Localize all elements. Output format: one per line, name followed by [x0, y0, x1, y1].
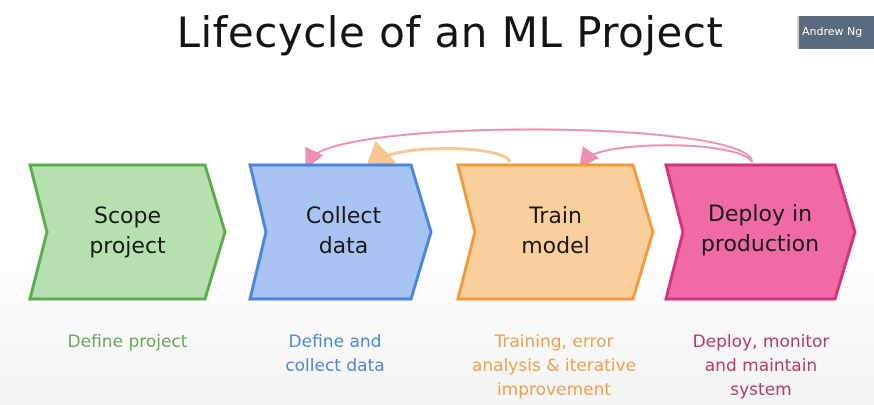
stage-chevron-train	[456, 163, 655, 301]
stage-label-line2: project	[89, 234, 166, 259]
feedback-arrow-deploy-to-train	[578, 144, 753, 168]
description-line: Deploy, monitor	[692, 332, 830, 352]
stage-label-line1: Scope	[93, 204, 162, 229]
slide-title: Lifecycle of an ML Project	[176, 8, 724, 57]
description-line: and maintain	[704, 356, 818, 376]
stage-label-line2: production	[700, 232, 820, 257]
presenter-webcam: Andrew Ng	[797, 16, 874, 49]
stage-label-line1: Train	[529, 204, 582, 229]
stage-label-line1: Collect	[305, 204, 382, 229]
stage-label-train: Train model	[478, 202, 633, 262]
stage-description-train: Training, error analysis & iterative imp…	[448, 330, 660, 402]
description-line: collect data	[285, 356, 385, 376]
stage-label-collect: Collect data	[266, 202, 421, 262]
stage-label-scope: Scope project	[50, 202, 205, 262]
stage-chevron-deploy	[664, 163, 857, 301]
feedback-arrow-train-to-collect	[364, 140, 512, 173]
description-line: system	[730, 380, 792, 400]
stage-description-scope: Define project	[30, 330, 225, 354]
presenter-name: Andrew Ng	[802, 25, 863, 38]
description-line: improvement	[496, 380, 612, 400]
stage-label-line2: model	[521, 234, 590, 259]
stage-label-line2: data	[318, 234, 369, 259]
feedback-arrow-deploy-to-collect	[305, 128, 753, 169]
stage-chevron-scope	[28, 163, 227, 301]
stage-chevron-collect	[248, 163, 433, 301]
description-line: analysis & iterative	[471, 356, 637, 376]
stage-description-deploy: Deploy, monitor and maintain system	[666, 330, 856, 402]
stage-label-deploy: Deploy in production	[675, 200, 845, 260]
stage-label-line1: Deploy in	[707, 202, 813, 227]
description-line: Training, error	[494, 332, 614, 352]
description-line: Define and	[288, 332, 382, 352]
description-line: Define project	[67, 332, 188, 352]
stage-description-collect: Define and collect data	[240, 330, 430, 378]
